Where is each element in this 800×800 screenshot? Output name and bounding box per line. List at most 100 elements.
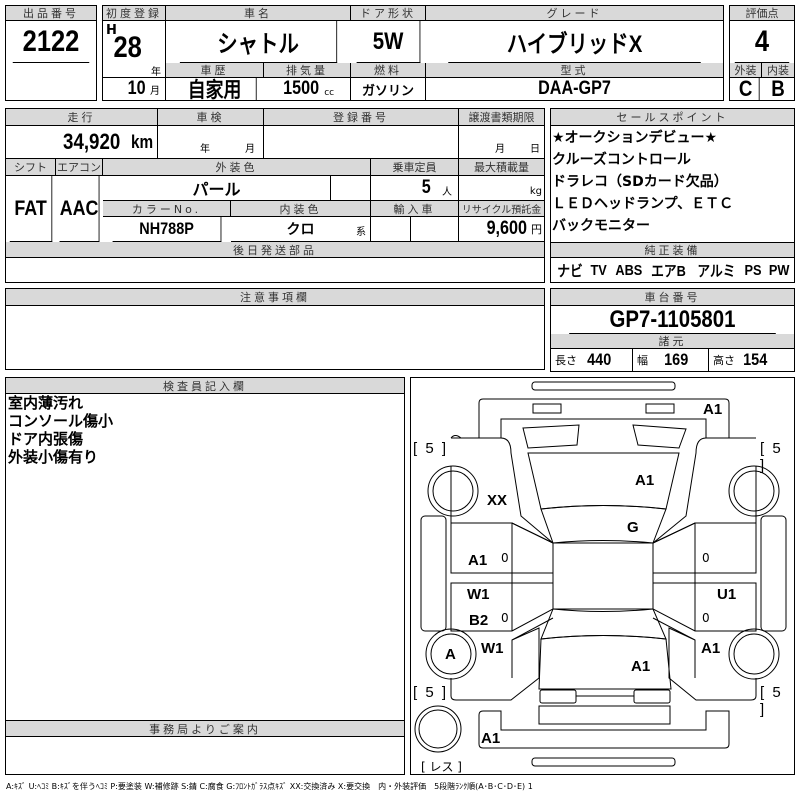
equip-tv: TV bbox=[590, 262, 607, 279]
mark-hood: A1 bbox=[635, 472, 655, 489]
inspector-note: 外装小傷有り bbox=[8, 448, 99, 466]
wheel-rear-left bbox=[425, 628, 477, 680]
first-reg-label: 初度登録 bbox=[103, 6, 166, 21]
inspector-note: 室内薄汚れ bbox=[8, 394, 84, 412]
equip-alloy: アルミ bbox=[696, 263, 736, 280]
width-label: 幅 bbox=[637, 354, 648, 367]
height: 154 bbox=[743, 350, 768, 369]
sales-points-box: セールスポイント ★オークションデビュー★ クルーズコントロール ドラレコ（SD… bbox=[550, 108, 795, 283]
int-grade: B bbox=[771, 78, 785, 100]
capacity-label: 乗車定員 bbox=[371, 159, 459, 176]
tire-front-right: [ 5 ] bbox=[760, 440, 783, 474]
front-bumper bbox=[478, 398, 730, 439]
hood bbox=[527, 452, 680, 510]
mark-right-rear-door: U1 bbox=[717, 586, 737, 603]
ext-label: 外装 bbox=[730, 63, 762, 78]
inspector-note: コンソール傷小 bbox=[8, 412, 114, 430]
displacement: 1500 bbox=[283, 78, 320, 99]
mark-left-rear-wheel: A bbox=[445, 646, 456, 663]
inspector-box: 検査員記入欄 室内薄汚れ コンソール傷小 ドア内張傷 外装小傷有り 事務局よりご… bbox=[5, 377, 405, 775]
mark-left-rocker: B2 bbox=[469, 612, 489, 629]
chassis-number: GP7-1105801 bbox=[569, 306, 776, 334]
import-cell-a bbox=[371, 217, 411, 242]
color-no: NH788P bbox=[112, 217, 222, 242]
mark-lf-zero: 0 bbox=[501, 551, 509, 565]
inspector-label: 検査員記入欄 bbox=[6, 378, 404, 394]
headlight-left bbox=[532, 403, 562, 414]
transfer-label: 譲渡書類期限 bbox=[459, 109, 544, 126]
tire-rear-right: [ 5 ] bbox=[760, 684, 783, 718]
model-label: 型式 bbox=[426, 63, 723, 78]
mileage-label: 走行 bbox=[6, 109, 158, 126]
door-type: 5W bbox=[356, 21, 421, 63]
max-load-unit: kg bbox=[529, 186, 542, 197]
length-label: 長さ bbox=[555, 354, 577, 367]
right-doors bbox=[652, 522, 757, 632]
fuel: ガソリン bbox=[351, 78, 426, 100]
int-color-label: 内装色 bbox=[231, 201, 371, 217]
grille bbox=[522, 424, 687, 449]
door-label: ドア形状 bbox=[351, 6, 426, 21]
equipment-label: 純正装備 bbox=[551, 242, 794, 258]
inspection-cell: 年月 bbox=[158, 126, 264, 159]
right-rear-fender bbox=[652, 617, 757, 701]
sales-point: バックモニター bbox=[552, 218, 650, 234]
rear-bumper bbox=[478, 710, 730, 749]
recycle-fee: 9,600 bbox=[487, 218, 528, 239]
later-parts-label: 後日発送部品 bbox=[6, 242, 544, 258]
score-value: 4 bbox=[734, 21, 790, 63]
int-color-unit: 系 bbox=[356, 227, 366, 238]
car-diagram-svg bbox=[414, 381, 787, 767]
recycle-label: リサイクル預託金 bbox=[459, 201, 544, 217]
cabin-roof bbox=[552, 542, 654, 610]
max-load-cell: kg bbox=[459, 176, 544, 201]
insp-year-unit: 年 bbox=[200, 144, 210, 155]
mark-rear-bumper: A1 bbox=[481, 730, 501, 747]
import-cell-b bbox=[411, 217, 459, 242]
equip-navi: ナビ bbox=[557, 263, 583, 280]
notes-label: 注意事項欄 bbox=[6, 289, 544, 306]
mark-left-front-fender: XX bbox=[487, 492, 508, 509]
legend: A:ｷｽﾞ U:ﾍｺﾐ B:ｷｽﾞを伴うﾍｺﾐ P:要塗装 W:補修跡 S:錆 … bbox=[6, 782, 533, 791]
equip-abs: ABS bbox=[614, 262, 642, 279]
reg-no-label: 登録番号 bbox=[264, 109, 459, 126]
ext-color-extra bbox=[331, 176, 371, 201]
mark-right-rear-fender: A1 bbox=[701, 640, 721, 657]
ext-grade: C bbox=[732, 78, 760, 100]
aircon-label: エアコン bbox=[56, 159, 103, 176]
mark-trunk: A1 bbox=[631, 658, 651, 675]
trunk bbox=[538, 635, 672, 690]
sales-point: クルーズコントロール bbox=[552, 152, 691, 168]
first-reg-cell: H 28 年 bbox=[103, 21, 166, 78]
windshield bbox=[540, 505, 667, 544]
sales-points-label: セールスポイント bbox=[551, 109, 794, 126]
lot-box: 出品番号 2122 bbox=[5, 5, 97, 101]
insp-month-unit: 月 bbox=[245, 144, 255, 155]
spare-tire-label: [ レス ] bbox=[421, 760, 462, 774]
max-load-label: 最大積載量 bbox=[459, 159, 544, 176]
headlight-right bbox=[645, 403, 675, 414]
fuel-label: 燃料 bbox=[351, 63, 426, 78]
wheel-front-left bbox=[427, 465, 479, 517]
inspection-label: 車検 bbox=[158, 109, 264, 126]
displacement-unit: cc bbox=[324, 88, 335, 98]
transfer-day-unit: 日 bbox=[530, 144, 540, 155]
equip-ps: PS bbox=[744, 262, 762, 279]
displacement-label: 排気量 bbox=[264, 63, 351, 78]
front-bumper-bar bbox=[531, 381, 676, 391]
mark-left-rear-door: W1 bbox=[467, 586, 490, 603]
model-code: DAA-GP7 bbox=[538, 78, 611, 99]
wheel-front-right bbox=[728, 465, 780, 517]
int-color: クロ bbox=[286, 222, 315, 238]
aircon: AAC bbox=[59, 176, 100, 242]
chassis-label: 車台番号 bbox=[551, 289, 794, 306]
mark-rr-zero: 0 bbox=[702, 611, 710, 625]
office-box: 事務局よりご案内 bbox=[6, 720, 404, 774]
